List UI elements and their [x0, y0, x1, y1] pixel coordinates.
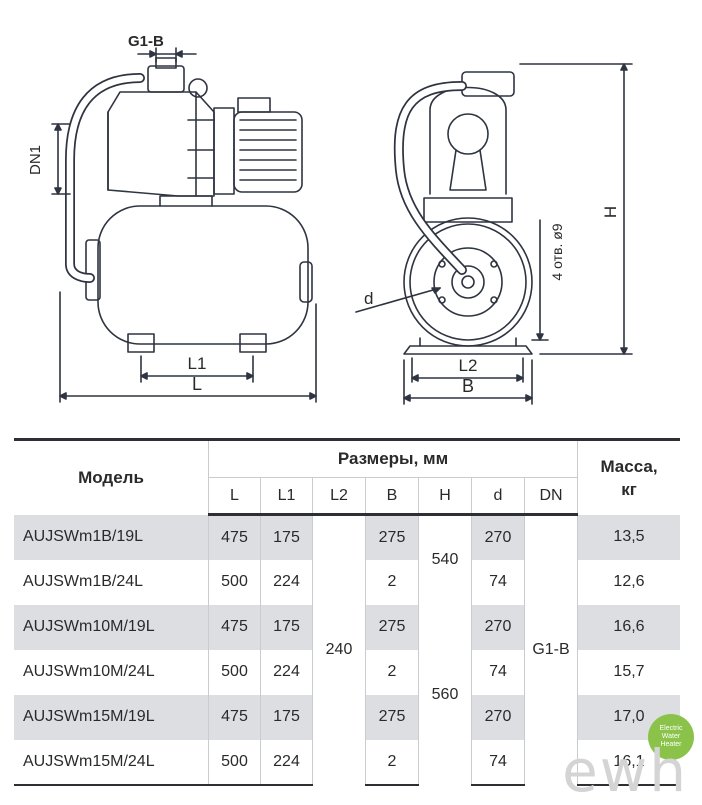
model-cell: AUJSWm10M/19L: [14, 604, 209, 650]
b-label: B: [462, 376, 474, 396]
l1-cell: 224: [260, 739, 313, 786]
b-cell: 275: [365, 694, 419, 740]
d-cell: 270: [471, 694, 525, 740]
side-view: [51, 47, 317, 403]
mass-cell: 13,5: [577, 514, 680, 560]
watermark-badge-line1: Electric: [659, 725, 683, 732]
table-row: AUJSWm10M/19L 475 175 275 560 270 16,6: [14, 604, 680, 785]
specifications-table: Модель Размеры, мм Масса, кг L L1 L2 B H…: [14, 438, 680, 786]
col-header-b: B: [365, 477, 419, 516]
l1-cell: 224: [260, 559, 313, 605]
col-header-l: L: [208, 477, 261, 516]
mass-header-line2: кг: [621, 479, 637, 499]
watermark-badge-line2: Water: [661, 733, 681, 740]
model-cell: AUJSWm15M/24L: [14, 739, 209, 786]
mass-cell: 15,7: [577, 649, 680, 695]
b-cell: 275: [365, 514, 419, 560]
dimensions-header: Размеры, мм: [208, 438, 578, 478]
table-row: AUJSWm1B/19L 475 175 240 275 540 270 G1-…: [14, 514, 680, 785]
l-cell: 475: [208, 694, 261, 740]
mass-header-line1: Масса,: [600, 456, 658, 476]
h-merged-cell-2: 560: [418, 604, 472, 785]
b-cell: 2: [365, 739, 419, 786]
l-cell: 500: [208, 559, 261, 605]
l1-cell: 175: [260, 604, 313, 650]
dn-merged-cell: G1-B: [524, 514, 578, 785]
col-header-l1: L1: [260, 477, 313, 516]
model-cell: AUJSWm10M/24L: [23, 663, 155, 680]
d-label: d: [364, 289, 373, 308]
mass-cell: 16,1: [577, 739, 680, 786]
mass-cell: 16,6: [577, 604, 680, 650]
l-cell: 500: [208, 739, 261, 786]
d-cell: 270: [471, 514, 525, 560]
table-row: AUJSWm10M/24L 500 224 2 74 15,7: [14, 649, 680, 695]
col-header-dn: DN: [524, 477, 578, 516]
model-cell: AUJSWm1B/19L: [14, 514, 209, 560]
model-header: Модель: [14, 438, 209, 515]
d-cell: 74: [471, 739, 525, 786]
table-row: AUJSWm15M/24L 500 224 2 74 16,1: [14, 739, 680, 786]
watermark-badge: Electric Water Heater: [648, 714, 694, 760]
l2-label: L2: [459, 356, 478, 375]
l1-cell: 175: [260, 514, 313, 560]
l-cell: 475: [208, 514, 261, 560]
l1-cell: 224: [260, 649, 313, 695]
col-header-d: d: [471, 477, 525, 516]
b-cell: 275: [365, 604, 419, 650]
d-cell: 74: [471, 649, 525, 695]
l1-cell: 175: [260, 694, 313, 740]
l2-merged-cell: 240: [312, 514, 366, 785]
d-cell: 270: [471, 604, 525, 650]
mass-header: Масса, кг: [577, 438, 680, 515]
mass-cell: 12,6: [577, 559, 680, 605]
front-view: [355, 63, 633, 405]
col-header-l2: L2: [312, 477, 366, 516]
b-cell: 2: [365, 649, 419, 695]
watermark: Electric Water Heater ewh: [492, 712, 702, 800]
model-cell: AUJSWm1B/24L: [23, 573, 144, 590]
table-row: AUJSWm15M/19L 475 175 275 270 17,0: [14, 694, 680, 740]
holes-label: 4 отв. ø9: [549, 223, 565, 280]
b-cell: 2: [365, 559, 419, 605]
l-label: L: [192, 374, 202, 394]
h-merged-cell-1: 540: [418, 514, 472, 605]
dn1-label: DN1: [27, 145, 44, 175]
technical-drawing: G1-B DN1 L1 L L2 B d H 4 отв. ø9: [27, 33, 633, 405]
h-label: H: [601, 206, 620, 218]
watermark-text: ewh: [562, 737, 688, 805]
l-cell: 475: [208, 604, 261, 650]
l1-label: L1: [188, 354, 207, 373]
g1b-label: G1-B: [128, 33, 164, 50]
l-cell: 500: [208, 649, 261, 695]
col-header-h: H: [418, 477, 472, 516]
d-cell: 74: [471, 559, 525, 605]
model-cell: AUJSWm15M/19L: [14, 694, 209, 740]
table-row: AUJSWm1B/24L 500 224 2 74 12,6: [14, 559, 680, 605]
watermark-badge-line3: Heater: [660, 741, 682, 748]
